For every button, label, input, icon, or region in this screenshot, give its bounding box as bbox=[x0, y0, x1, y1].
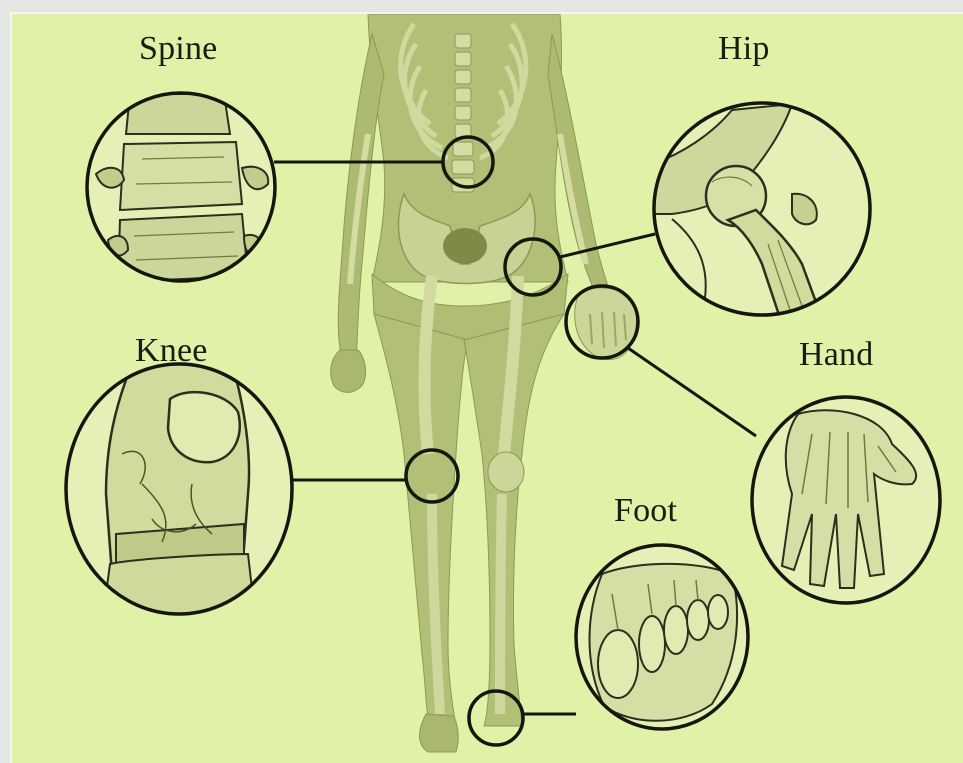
spine-label: Spine bbox=[139, 30, 217, 68]
foot-label: Foot bbox=[614, 492, 677, 530]
hand-detail bbox=[748, 394, 948, 606]
hand-label: Hand bbox=[799, 336, 873, 374]
hip-label: Hip bbox=[718, 30, 770, 68]
spine-detail bbox=[82, 89, 282, 289]
skeleton-diagram bbox=[12, 14, 963, 763]
illustration-frame: Spine Hip Knee Hand Foot bbox=[10, 12, 963, 763]
knee-label: Knee bbox=[135, 332, 208, 370]
knee-detail bbox=[62, 362, 297, 624]
foot-detail bbox=[572, 542, 752, 732]
hip-detail bbox=[652, 102, 872, 324]
